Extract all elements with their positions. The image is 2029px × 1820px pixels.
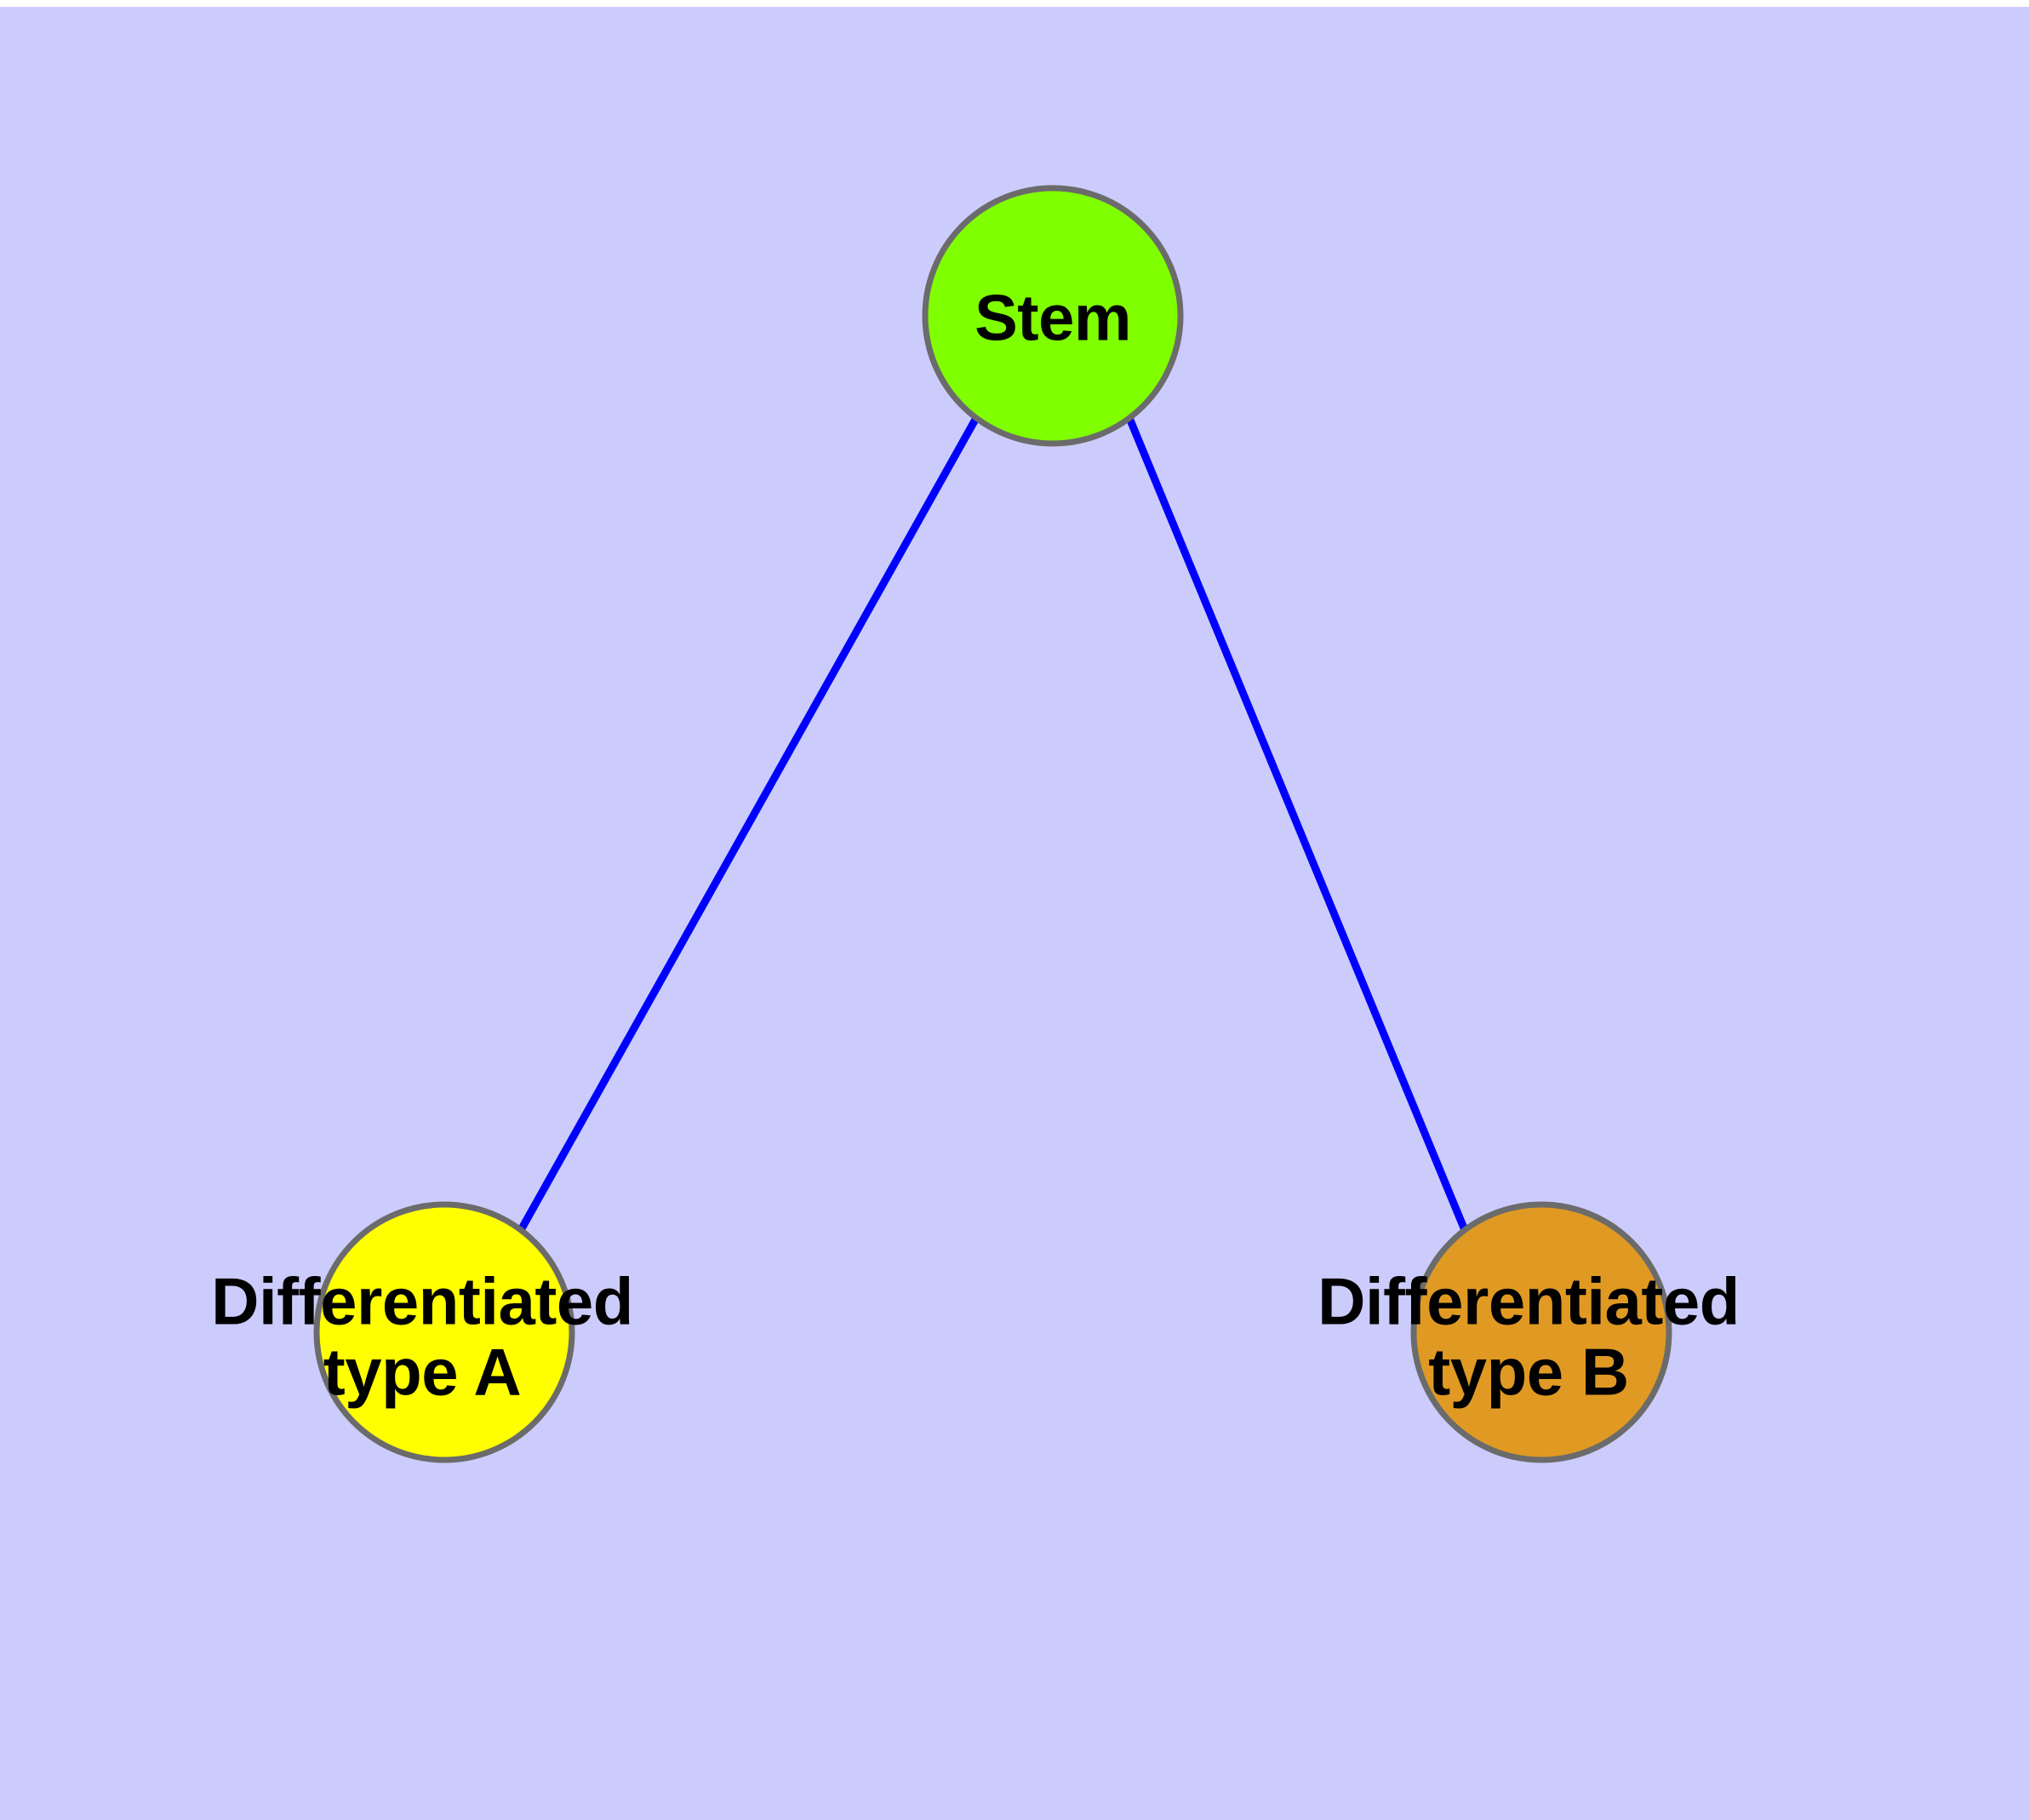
edge-stem-to-type-a[interactable] xyxy=(517,415,980,1233)
node-layer xyxy=(313,185,1672,1463)
node-circle-type-a[interactable] xyxy=(313,1201,575,1463)
node-circle-stem[interactable] xyxy=(922,185,1184,447)
edge-layer xyxy=(517,415,1469,1233)
edge-stem-to-type-b[interactable] xyxy=(1125,416,1469,1232)
node-circle-type-b[interactable] xyxy=(1410,1201,1672,1463)
